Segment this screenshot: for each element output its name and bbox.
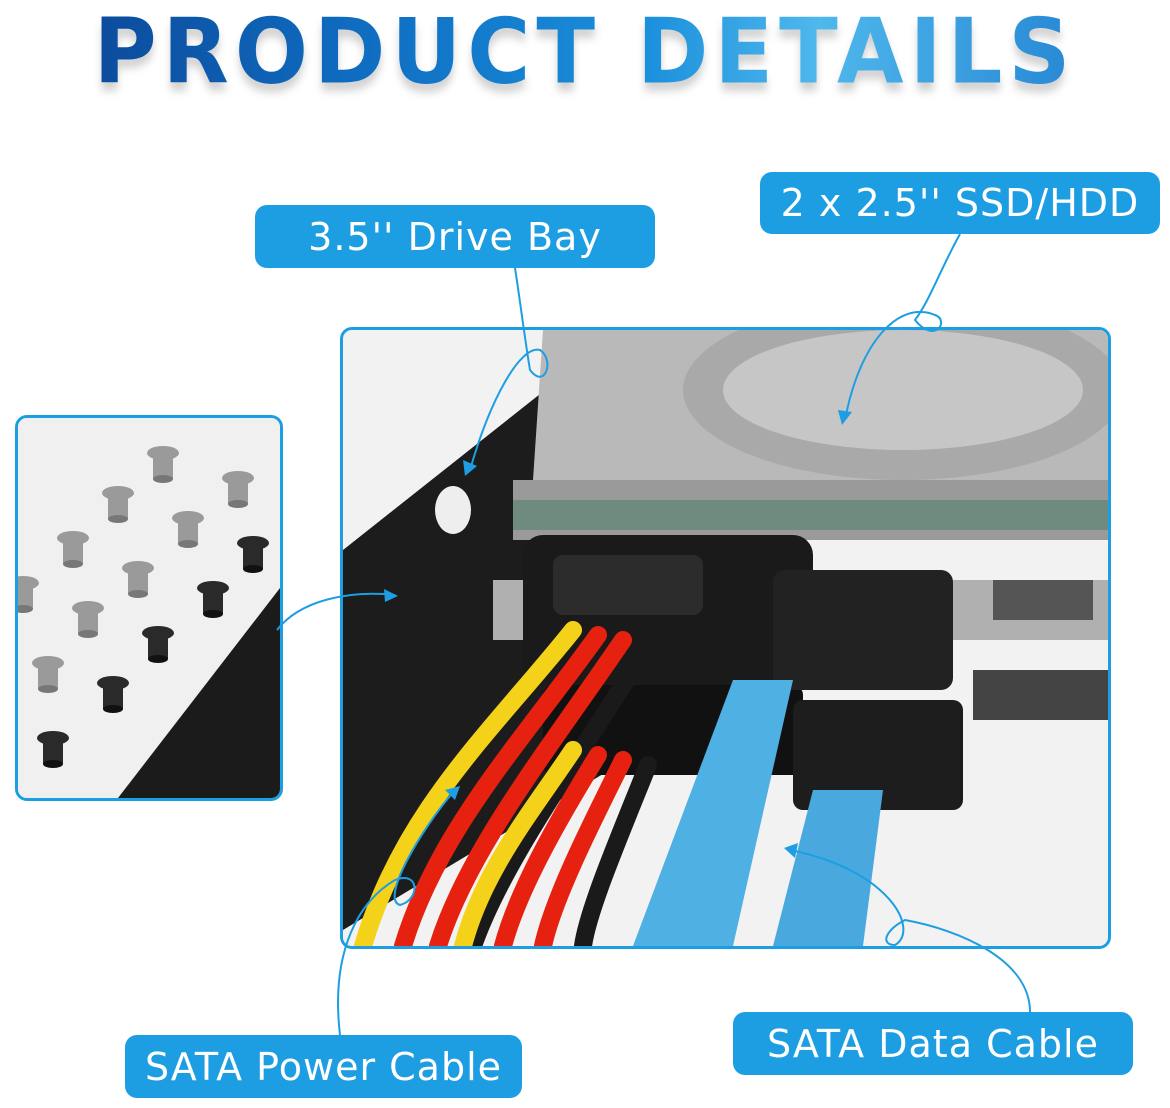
screw-icon <box>142 626 174 663</box>
screw-icon <box>147 446 179 483</box>
product-illustration <box>343 330 1108 946</box>
sata-power-cable-label: SATA Power Cable <box>125 1035 522 1098</box>
page-title: PRODUCT DETAILS <box>0 0 1170 105</box>
main-product-photo <box>340 327 1111 949</box>
screw-icon <box>57 531 89 568</box>
screw-icon <box>102 486 134 523</box>
sata-data-connector <box>773 570 953 690</box>
drive-bay-label: 3.5'' Drive Bay <box>255 205 655 268</box>
screw-icon <box>237 536 269 573</box>
screw-icon <box>222 471 254 508</box>
screw-icon <box>37 731 69 768</box>
screw-icon <box>172 511 204 548</box>
screw-icon <box>18 576 39 613</box>
sata-data-cable-label: SATA Data Cable <box>733 1012 1133 1075</box>
screw-icon <box>32 656 64 693</box>
screw-icon <box>197 581 229 618</box>
screw-icon <box>72 601 104 638</box>
screw-icon <box>122 561 154 598</box>
screw-icon <box>97 676 129 713</box>
ssd-hdd-label: 2 x 2.5'' SSD/HDD <box>760 172 1160 234</box>
screws-illustration <box>18 418 280 798</box>
screws-inset-photo <box>15 415 283 801</box>
